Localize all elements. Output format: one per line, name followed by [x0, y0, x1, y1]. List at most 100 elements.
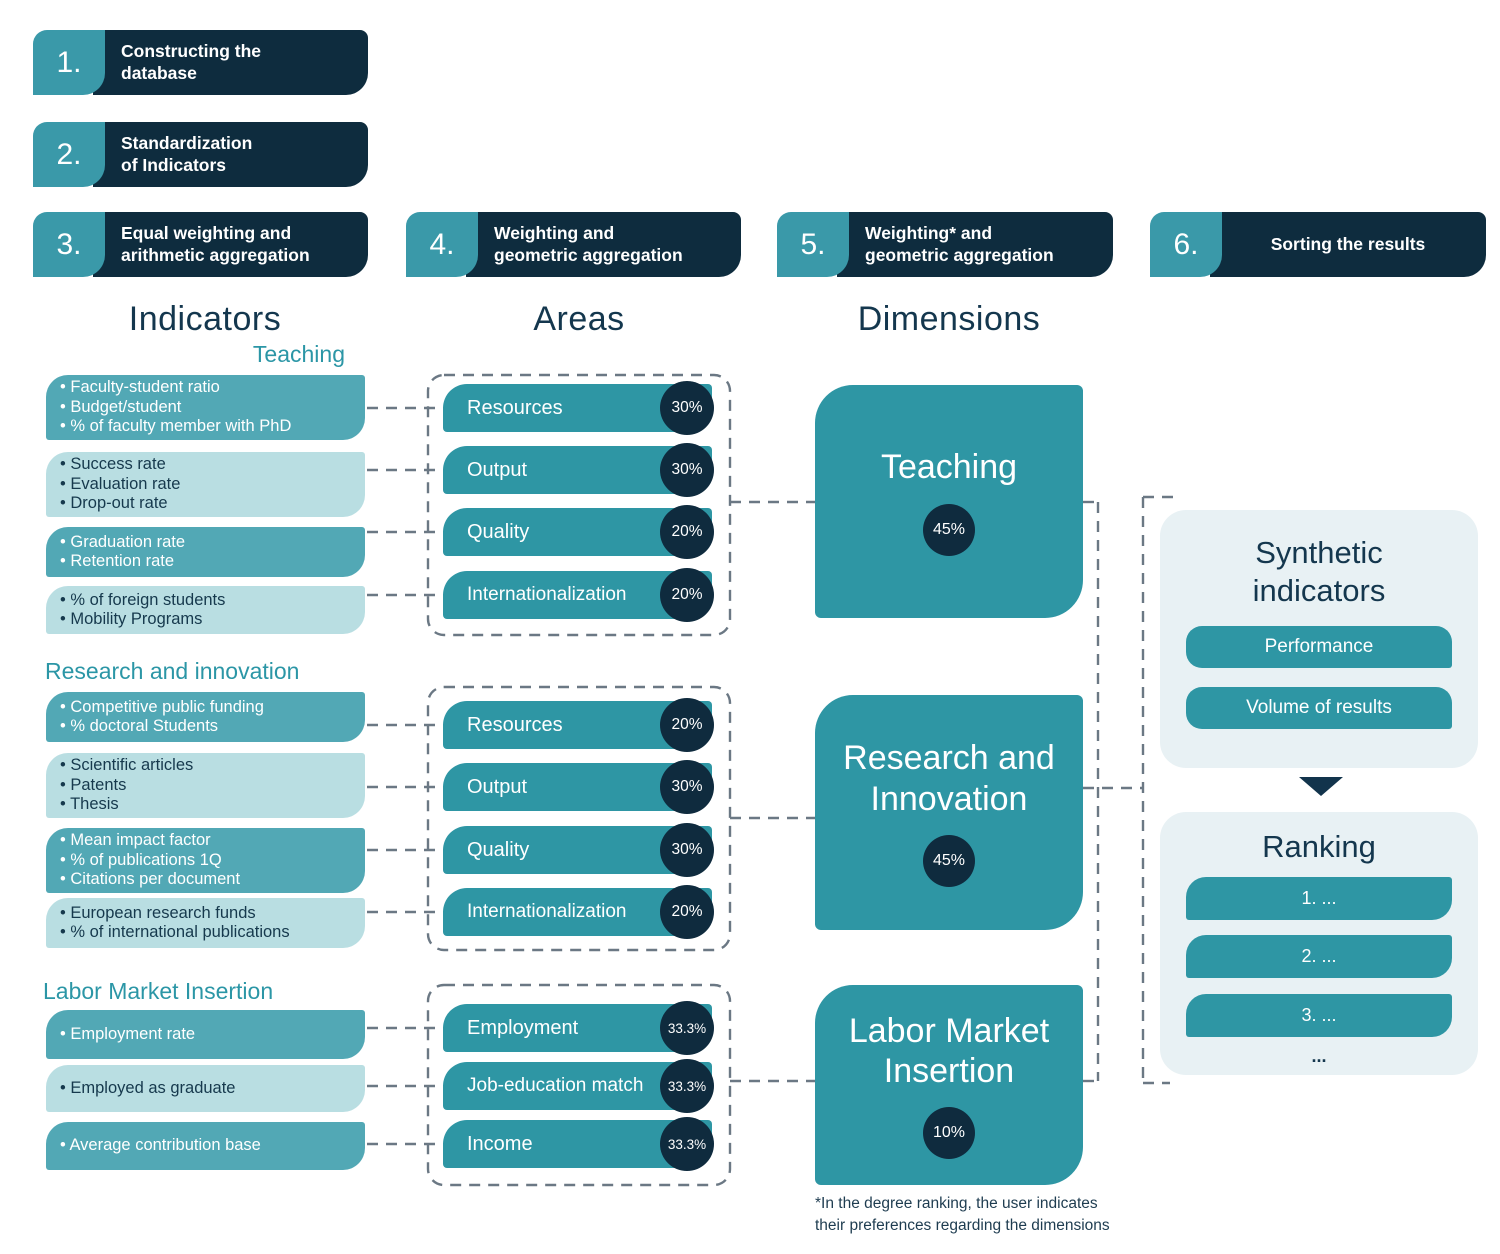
step-1-box: Constructing the database [93, 30, 368, 95]
indicator-item: Scientific articles [60, 756, 357, 776]
dimension-title: Teaching [880, 448, 1018, 487]
indicator-box-teaching-output: Success rate Evaluation rate Drop-out ra… [46, 452, 365, 517]
indicator-box-labor-income: Average contribution base [46, 1122, 365, 1170]
indicator-box-teaching-quality: Graduation rate Retention rate [46, 527, 365, 577]
indicator-box-teaching-resources: Faculty-student ratio Budget/student % o… [46, 375, 365, 440]
area-bar-income: Income 33.3% [443, 1117, 714, 1171]
ranking-more-dots: ... [1311, 1045, 1327, 1066]
weight-badge: 20% [660, 885, 714, 939]
step-3-number: 3. [33, 212, 105, 277]
step-1-number: 1. [33, 30, 105, 95]
step-4: Weighting and geometric aggregation 4. [406, 212, 741, 277]
indicator-item: Average contribution base [60, 1136, 357, 1156]
dimension-title: Labor Market Insertion [848, 1011, 1050, 1090]
area-bar-output-1: Output 30% [443, 443, 714, 497]
weight-badge: 20% [660, 698, 714, 752]
step-2-label: Standardization of Indicators [121, 132, 253, 175]
indicator-item: European research funds [60, 904, 357, 924]
weight-badge: 30% [660, 823, 714, 877]
area-bar-label: Job-education match [467, 1075, 644, 1096]
step-6: Sorting the results 6. [1150, 212, 1486, 277]
indicator-item: Evaluation rate [60, 475, 357, 495]
step-2: Standardization of Indicators 2. [33, 122, 368, 187]
area-group-border [426, 373, 732, 637]
area-bar-label: Internationalization [467, 901, 627, 922]
weight-badge: 33.3% [660, 1059, 714, 1113]
area-bar-employment: Employment 33.3% [443, 1001, 714, 1055]
step-4-label: Weighting and geometric aggregation [494, 222, 683, 265]
step-1: Constructing the database 1. [33, 30, 368, 95]
indicator-box-research-output: Scientific articles Patents Thesis [46, 753, 365, 818]
area-bar-output-2: Output 30% [443, 760, 714, 814]
section-label-research: Research and innovation [45, 658, 300, 684]
indicator-box-labor-match: Employed as graduate [46, 1065, 365, 1112]
dimension-weight-badge: 10% [923, 1107, 975, 1160]
step-4-number: 4. [406, 212, 478, 277]
area-bar-resources-1: Resources 30% [443, 381, 714, 435]
step-4-box: Weighting and geometric aggregation [466, 212, 741, 277]
step-2-number: 2. [33, 122, 105, 187]
weight-badge: 20% [660, 568, 714, 622]
step-6-label: Sorting the results [1270, 233, 1426, 254]
area-group-border [426, 685, 732, 952]
weight-badge: 30% [660, 760, 714, 814]
weight-badge: 33.3% [660, 1001, 714, 1055]
step-5-label: Weighting* and geometric aggregation [865, 222, 1054, 265]
ranking-item-3: 3. ... [1186, 993, 1452, 1037]
ranking-item-2: 2. ... [1186, 934, 1452, 978]
indicator-item: Retention rate [60, 552, 357, 572]
area-bar-resources-2: Resources 20% [443, 698, 714, 752]
step-3-box: Equal weighting and arithmetic aggregati… [93, 212, 368, 277]
area-bar-label: Quality [467, 838, 530, 861]
synthetic-indicators-title: Synthetic indicators [1252, 535, 1386, 608]
dimension-weight-badge: 45% [923, 503, 975, 556]
step-6-number: 6. [1150, 212, 1222, 277]
step-1-label: Constructing the database [121, 40, 261, 83]
indicator-item: % of international publications [60, 923, 357, 943]
indicator-item: Faculty-student ratio [60, 378, 357, 398]
performance-button: Performance [1186, 625, 1452, 668]
indicator-item: % of foreign students [60, 591, 357, 611]
indicator-box-teaching-internationalization: % of foreign students Mobility Programs [46, 586, 365, 634]
area-bar-internationalization-2: Internationalization 20% [443, 885, 714, 939]
ranking-panel: Ranking 1. ... 2. ... 3. ... ... [1160, 812, 1478, 1075]
indicator-item: Employed as graduate [60, 1079, 357, 1099]
synthetic-indicators-panel: Synthetic indicators Performance Volume … [1160, 510, 1478, 768]
indicator-item: Mobility Programs [60, 610, 357, 630]
arrow-down-icon [1299, 777, 1343, 796]
indicator-item: Citations per document [60, 870, 357, 890]
column-title-dimensions: Dimensions [857, 300, 1041, 338]
area-bar-label: Quality [467, 520, 530, 543]
indicator-item: Mean impact factor [60, 831, 357, 851]
section-label-labor: Labor Market Insertion [43, 978, 274, 1004]
section-label-teaching: Teaching [252, 341, 345, 367]
column-title-areas: Areas [533, 300, 625, 338]
area-bar-job-education-match: Job-education match 33.3% [443, 1059, 714, 1113]
footnote: *In the degree ranking, the user indicat… [815, 1195, 1110, 1234]
indicator-item: % doctoral Students [60, 717, 357, 737]
dimension-title: Research and Innovation [843, 739, 1055, 818]
area-bar-label: Resources [467, 396, 563, 419]
weight-badge: 30% [660, 381, 714, 435]
area-bar-label: Income [467, 1132, 533, 1155]
indicator-item: Competitive public funding [60, 698, 357, 718]
indicator-box-research-quality: Mean impact factor % of publications 1Q … [46, 828, 365, 893]
area-bar-quality-1: Quality 20% [443, 505, 714, 559]
area-bar-label: Employment [467, 1016, 579, 1039]
area-bar-quality-2: Quality 30% [443, 823, 714, 877]
ranking-item-1: 1. ... [1186, 876, 1452, 920]
step-3-label: Equal weighting and arithmetic aggregati… [121, 222, 310, 265]
dimension-box-labor: Labor Market Insertion 10% [815, 985, 1083, 1185]
step-5-box: Weighting* and geometric aggregation [837, 212, 1113, 277]
indicator-item: Success rate [60, 455, 357, 475]
indicator-item: Thesis [60, 795, 357, 815]
indicator-item: Budget/student [60, 398, 357, 418]
indicator-item: % of publications 1Q [60, 851, 357, 871]
indicator-item: % of faculty member with PhD [60, 417, 357, 437]
area-bar-label: Output [467, 775, 528, 798]
indicator-item: Drop-out rate [60, 494, 357, 514]
weight-badge: 33.3% [660, 1117, 714, 1171]
ranking-title: Ranking [1262, 829, 1376, 864]
